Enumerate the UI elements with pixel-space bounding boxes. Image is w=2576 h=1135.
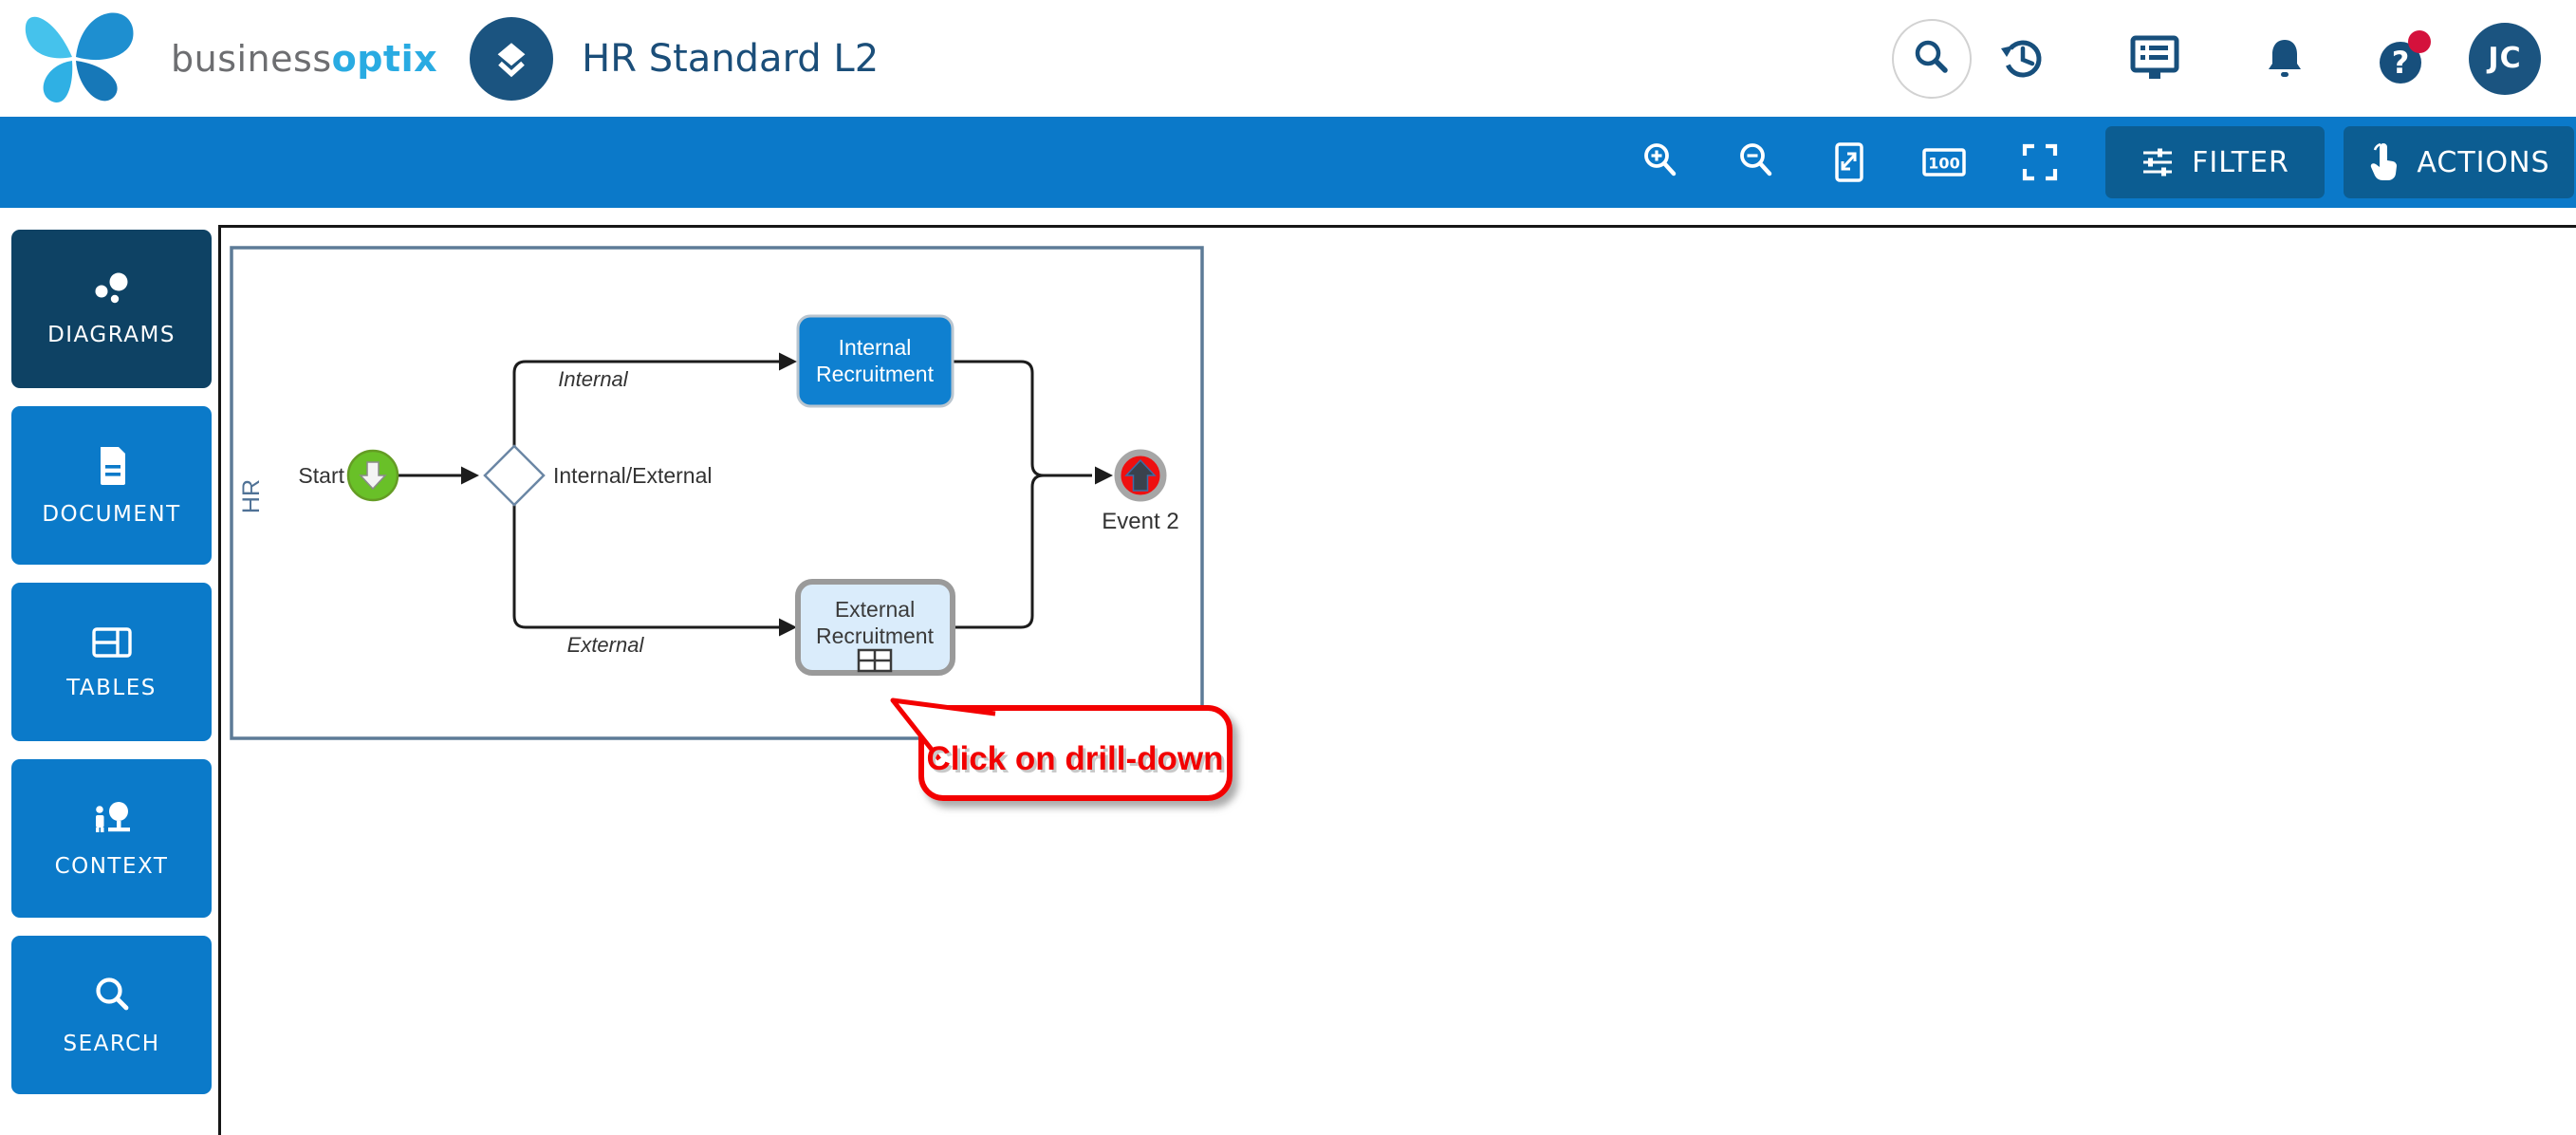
sidebar-item-label: DIAGRAMS <box>47 323 176 347</box>
filter-button[interactable]: FILTER <box>2105 126 2325 198</box>
task-label-line1: External <box>835 597 915 622</box>
sidebar-item-document[interactable]: DOCUMENT <box>11 406 212 565</box>
page-title: HR Standard L2 <box>582 36 880 81</box>
diagrams-icon <box>95 272 127 304</box>
drill-down-icon[interactable] <box>857 648 893 673</box>
help-button[interactable]: ? <box>2370 0 2438 117</box>
sidebar-item-label: DOCUMENT <box>42 502 181 527</box>
sidebar-item-label: CONTEXT <box>54 854 169 879</box>
callout-bubble <box>918 705 1232 801</box>
zoom-in-icon[interactable] <box>1639 140 1684 185</box>
header-actions: ? JC <box>1869 0 2576 117</box>
avatar-initials: JC <box>2469 22 2541 95</box>
layers-icon <box>497 42 526 77</box>
zoom-100-icon[interactable]: 100 <box>1921 140 1967 185</box>
brand-optix-text: optix <box>331 37 438 80</box>
sidebar-item-label: TABLES <box>66 676 157 700</box>
up-arrow-icon <box>1124 458 1157 492</box>
search-icon <box>1915 40 1948 73</box>
sidebar-item-diagrams[interactable]: DIAGRAMS <box>11 230 212 388</box>
task-label-line2: Recruitment <box>816 623 935 648</box>
notification-badge-dot <box>2408 29 2431 53</box>
help-icon: ? <box>2380 29 2431 84</box>
pointer-hand-icon <box>2371 143 2398 181</box>
down-arrow-icon <box>359 461 387 491</box>
fullscreen-icon[interactable] <box>2017 140 2063 185</box>
fit-page-icon[interactable] <box>1826 140 1872 185</box>
internal-branch-label: Internal <box>558 367 628 391</box>
history-icon <box>2001 40 2042 77</box>
sidebar-item-label: SEARCH <box>63 1032 160 1056</box>
actions-button[interactable]: ACTIONS <box>2344 126 2574 198</box>
left-sidebar: DIAGRAMS DOCUMENT TABLES <box>11 230 212 1094</box>
search-button[interactable] <box>1892 0 1972 117</box>
sidebar-item-context[interactable]: CONTEXT <box>11 759 212 918</box>
svg-text:?: ? <box>2392 45 2410 81</box>
event-2-label: Event 2 <box>1102 509 1178 534</box>
internal-recruitment-task[interactable]: Internal Recruitment <box>796 314 954 408</box>
businessoptix-logo[interactable] <box>13 2 156 116</box>
brand-business-text: business <box>171 37 332 80</box>
zoom-100-label: 100 <box>1928 155 1959 173</box>
filter-button-label: FILTER <box>2192 145 2289 179</box>
callout-tail <box>890 698 996 761</box>
external-branch-label: External <box>567 633 645 657</box>
main-content: DIAGRAMS DOCUMENT TABLES <box>0 208 2576 1135</box>
task-label-line1: Internal <box>839 335 912 360</box>
history-button[interactable] <box>1997 0 2047 117</box>
presentation-list-icon <box>2130 35 2179 79</box>
search-icon <box>95 977 128 1011</box>
tables-icon <box>91 627 132 658</box>
context-icon <box>95 802 130 832</box>
gateway-node[interactable] <box>483 444 546 507</box>
brand-wordmark[interactable]: businessoptix <box>171 38 437 80</box>
start-event-node[interactable] <box>346 449 399 502</box>
diagram-canvas[interactable]: HR Start Interna <box>218 225 2576 1135</box>
diagram-toolbar: 100 FILTER ACTIONS <box>0 117 2576 208</box>
sidebar-item-tables[interactable]: TABLES <box>11 583 212 741</box>
butterfly-logo-icon <box>25 11 134 102</box>
callout-text-shadow: Click on drill-down <box>929 743 1226 780</box>
sequence-flows <box>398 360 1092 629</box>
pool-hr-lane <box>230 246 1204 740</box>
filter-sliders-icon <box>2143 148 2173 177</box>
event-2-node[interactable] <box>1114 449 1167 502</box>
flow-arrowheads <box>461 352 1113 637</box>
actions-button-label: ACTIONS <box>2417 145 2550 179</box>
sidebar-item-search[interactable]: SEARCH <box>11 936 212 1094</box>
presentation-button[interactable] <box>2129 0 2180 117</box>
external-recruitment-task[interactable]: External Recruitment <box>795 579 955 676</box>
user-avatar[interactable]: JC <box>2469 0 2541 117</box>
zoom-out-icon[interactable] <box>1734 140 1780 185</box>
document-type-badge[interactable] <box>470 16 554 101</box>
callout-annotation: Click on drill-down Click on drill-down <box>890 698 1232 801</box>
lane-label: HR <box>238 479 265 513</box>
app-header: businessoptix HR Standard L2 <box>0 0 2576 117</box>
notifications-bell-icon <box>2269 39 2301 77</box>
callout-text: Click on drill-down <box>926 740 1223 777</box>
gateway-label: Internal/External <box>553 463 712 488</box>
start-event-label: Start <box>298 463 344 488</box>
task-label-line2: Recruitment <box>816 362 935 386</box>
document-icon <box>100 447 125 485</box>
notifications-button[interactable] <box>2260 0 2309 117</box>
